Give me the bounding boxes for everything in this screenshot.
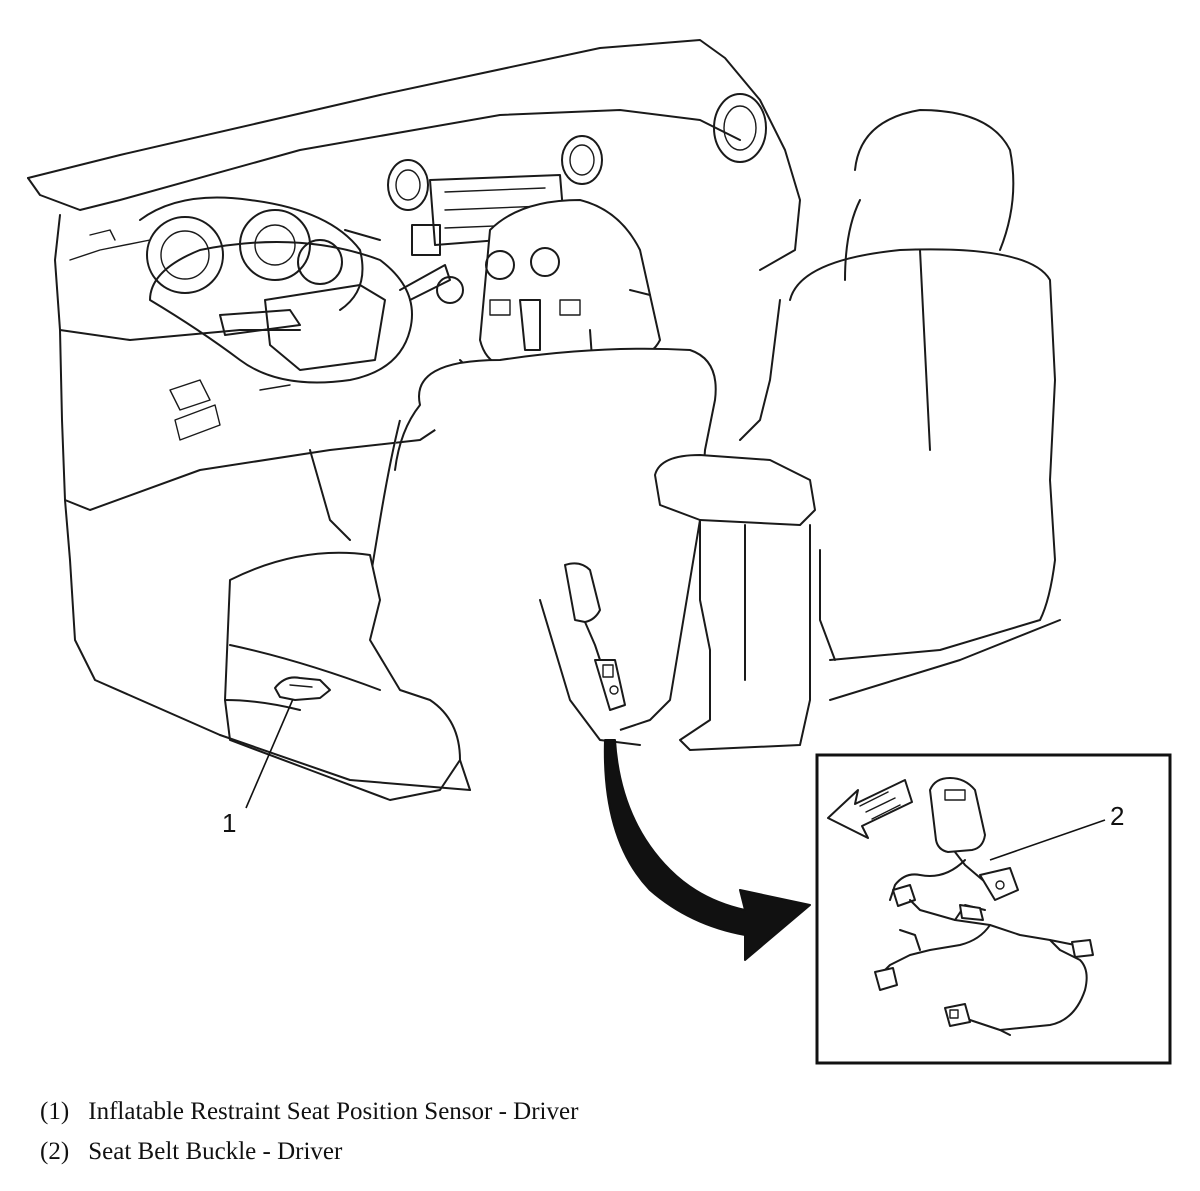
legend-item-1: (1) Inflatable Restraint Seat Position S… — [40, 1092, 1140, 1132]
legend: (1) Inflatable Restraint Seat Position S… — [40, 1092, 1140, 1172]
air-vents — [387, 93, 767, 211]
seat-position-sensor — [274, 676, 331, 701]
floor — [219, 619, 1061, 791]
legend-item-1-number: (1) — [40, 1098, 70, 1125]
detail-inset — [815, 753, 1172, 1065]
curved-arrow — [603, 739, 811, 961]
instrument-panel — [27, 39, 801, 736]
legend-item-2-text: Seat Belt Buckle - Driver — [88, 1138, 343, 1165]
legend-item-1-text: Inflatable Restraint Seat Position Senso… — [88, 1098, 579, 1125]
seat-belt-buckle-detail — [929, 777, 1019, 901]
seat-belt-buckle-on-seat — [564, 562, 626, 711]
legend-item-2-number: (2) — [40, 1138, 70, 1165]
callout-1-leader — [245, 698, 294, 809]
callout-2-leader — [989, 819, 1106, 861]
wiring-harness — [874, 859, 1094, 1036]
callout-1-number: 1 — [222, 808, 236, 838]
vehicle-interior-illustration: 1 2 — [27, 39, 1172, 1065]
steering-wheel-and-cluster — [139, 196, 451, 384]
driver-seat — [224, 347, 717, 801]
forward-direction-arrow — [827, 779, 913, 839]
armrest — [654, 454, 816, 751]
passenger-seat — [739, 109, 1056, 661]
callout-2-number: 2 — [1110, 801, 1124, 831]
legend-item-2: (2) Seat Belt Buckle - Driver — [40, 1132, 1140, 1172]
